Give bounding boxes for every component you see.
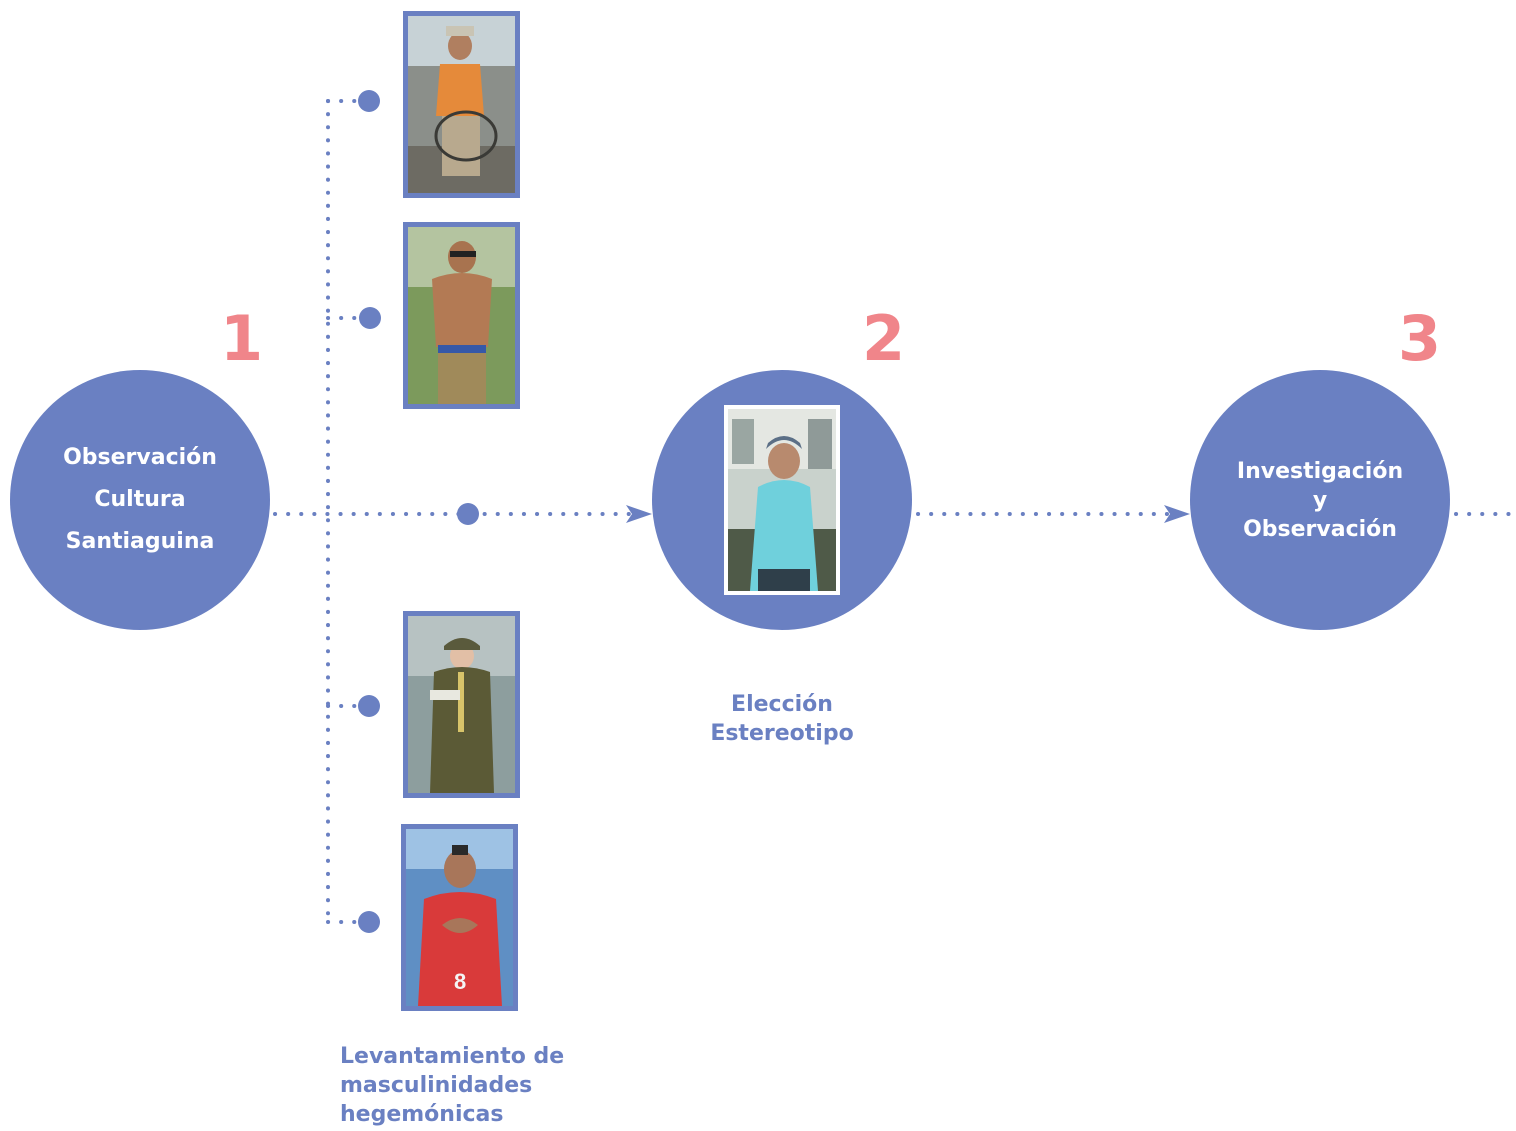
- label-levantamiento-line-2: masculinidades: [340, 1073, 533, 1098]
- step-1-line-1: Observación: [63, 445, 217, 470]
- shirtless-man-photo: [403, 222, 520, 409]
- step-1-line-2: Cultura: [94, 487, 186, 512]
- arrowhead-icon: [626, 505, 652, 523]
- military-officer-photo: [403, 611, 520, 798]
- worker-photo: [403, 11, 520, 198]
- label-levantamiento-line-3: hegemónicas: [340, 1102, 504, 1127]
- label-eleccion-line-2: Estereotipo: [710, 721, 854, 746]
- step-number-1: 1: [220, 302, 264, 375]
- stereotype-man-photo: [724, 405, 840, 595]
- node-dot-main: [457, 503, 479, 525]
- node-dot-2: [359, 307, 381, 329]
- svg-text:8: 8: [454, 969, 466, 994]
- node-dot-3: [358, 695, 380, 717]
- step-3-line-2: y: [1312, 487, 1328, 513]
- step-1-line-3: Santiaguina: [65, 529, 215, 554]
- step-circle-1: Observación Cultura Santiaguina: [10, 370, 270, 630]
- step-3-line-3: Observación: [1243, 516, 1397, 542]
- step-3-line-1: Investigación: [1236, 458, 1404, 484]
- step-number-2: 2: [862, 302, 906, 375]
- step-circle-3: Investigación y Observación: [1190, 370, 1450, 630]
- label-levantamiento-line-1: Levantamiento de: [340, 1044, 565, 1069]
- step-number-3: 3: [1398, 302, 1442, 375]
- node-dot-1: [358, 90, 380, 112]
- arrowhead-icon-2: [1164, 505, 1190, 523]
- soccer-player-photo: 8: [401, 824, 518, 1011]
- node-dot-4: [358, 911, 380, 933]
- label-levantamiento: Levantamiento de masculinidades hegemóni…: [340, 1042, 620, 1129]
- label-eleccion-line-1: Elección: [731, 692, 833, 717]
- label-eleccion: Elección Estereotipo: [682, 690, 882, 748]
- step-circle-2: [652, 370, 912, 630]
